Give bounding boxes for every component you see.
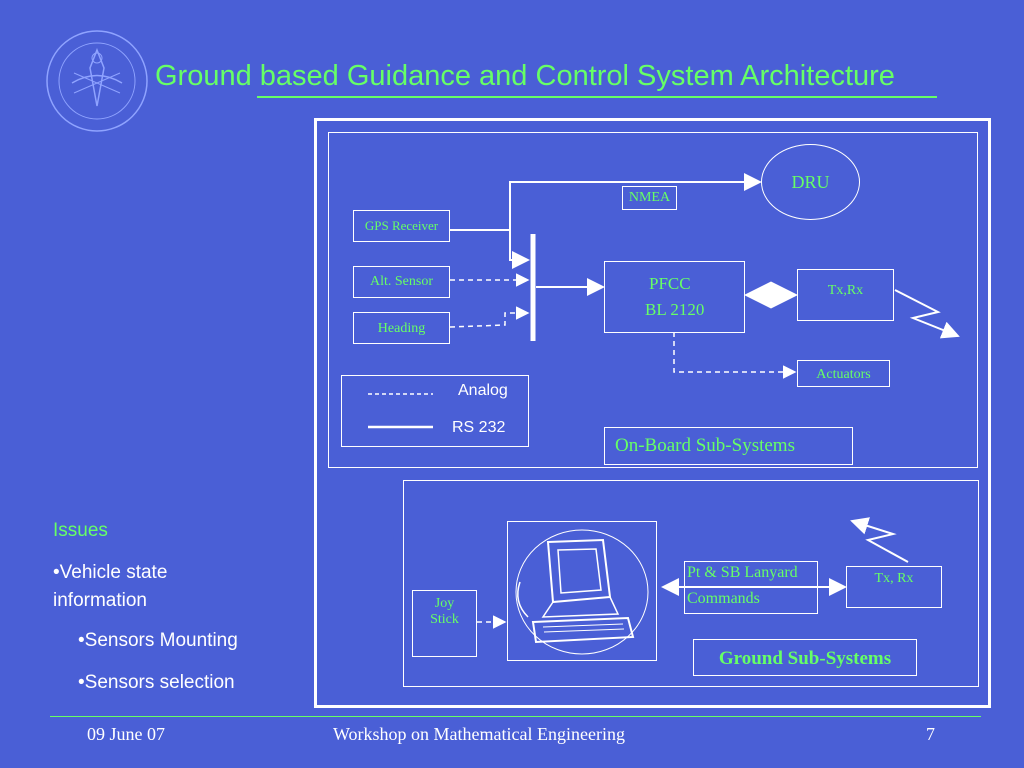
footer-workshop: Workshop on Mathematical Engineering xyxy=(333,724,625,744)
issue-sensors-selection: •Sensors selection xyxy=(78,672,235,693)
gps-receiver-box: GPS Receiver xyxy=(353,210,450,242)
txrx-onboard-box: Tx,Rx xyxy=(797,269,894,321)
lanyard-label-line2: Commands xyxy=(687,590,760,607)
issue-vehicle-state-line1: •Vehicle state xyxy=(53,562,168,583)
ground-panel xyxy=(403,480,979,687)
ground-subsystems-label-box: Ground Sub-Systems xyxy=(693,639,917,676)
gps-receiver-label: GPS Receiver xyxy=(364,218,439,233)
joy-stick-label-line2: Stick xyxy=(430,612,459,627)
ground-subsystems-label: Ground Sub-Systems xyxy=(718,648,892,669)
issue-sensors-mounting: •Sensors Mounting xyxy=(78,630,238,651)
computer-icon xyxy=(515,529,649,655)
nmea-label: NMEA xyxy=(628,190,671,205)
alt-sensor-box: Alt. Sensor xyxy=(353,266,450,298)
legend-box: Analog RS 232 xyxy=(341,375,529,447)
issues-heading: Issues xyxy=(53,520,108,541)
heading-box: Heading xyxy=(353,312,450,344)
txrx-ground-label: Tx, Rx xyxy=(874,571,914,586)
onboard-subsystems-label-box: On-Board Sub-Systems xyxy=(604,427,853,465)
nmea-box: NMEA xyxy=(622,186,677,210)
txrx-onboard-label: Tx,Rx xyxy=(827,283,864,298)
footer-divider xyxy=(50,716,981,717)
issue-vehicle-state-line2: information xyxy=(53,590,147,611)
ground-computer-box xyxy=(507,521,657,661)
heading-label: Heading xyxy=(377,321,426,336)
lanyard-label-line1: Pt & SB Lanyard xyxy=(687,564,798,581)
dru-label: DRU xyxy=(791,172,830,192)
lanyard-commands-box: Pt & SB Lanyard Commands xyxy=(684,561,818,614)
legend-rs232-label: RS 232 xyxy=(452,419,506,436)
diagram-frame xyxy=(314,118,991,708)
footer-date: 09 June 07 xyxy=(87,724,165,744)
actuators-label: Actuators xyxy=(816,367,871,382)
organization-emblem xyxy=(46,30,148,132)
pfcc-box: PFCC BL 2120 xyxy=(604,261,745,333)
actuators-box: Actuators xyxy=(797,360,890,387)
onboard-subsystems-label: On-Board Sub-Systems xyxy=(615,435,795,456)
legend-analog-label: Analog xyxy=(458,382,508,399)
dru-node: DRU xyxy=(761,144,860,220)
footer-page-number: 7 xyxy=(926,724,935,744)
txrx-ground-box: Tx, Rx xyxy=(846,566,942,608)
pfcc-label-line2: BL 2120 xyxy=(645,300,705,319)
pfcc-label-line1: PFCC xyxy=(649,274,691,293)
joy-stick-label-line1: Joy xyxy=(434,596,455,611)
slide-title: Ground based Guidance and Control System… xyxy=(155,60,895,92)
joy-stick-box: Joy Stick xyxy=(412,590,477,657)
onboard-panel xyxy=(328,132,978,468)
alt-sensor-label: Alt. Sensor xyxy=(370,274,433,289)
title-underline xyxy=(257,96,937,98)
